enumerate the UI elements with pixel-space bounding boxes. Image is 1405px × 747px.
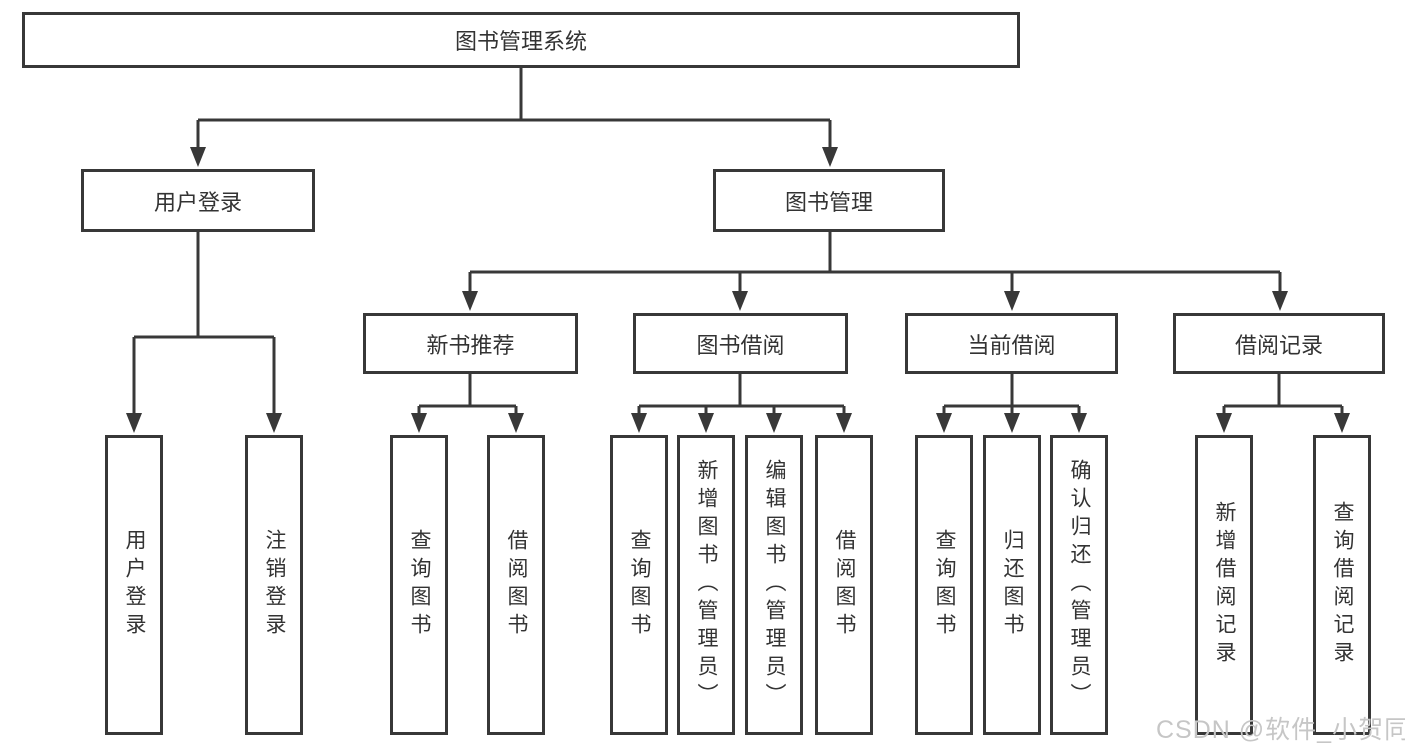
node-root-system: 图书管理系统	[22, 12, 1020, 68]
arrowhead-down	[126, 413, 142, 433]
arrowhead-down	[631, 413, 647, 433]
arrowhead-down	[836, 413, 852, 433]
arrowhead-down	[508, 413, 524, 433]
leaf-logout: 注销登录	[245, 435, 303, 735]
arrowhead-down	[1216, 413, 1232, 433]
watermark: CSDN @软件_小贺同学	[1156, 716, 1405, 744]
arrowhead-down	[1071, 413, 1087, 433]
arrowhead-down	[766, 413, 782, 433]
node-book-management: 图书管理	[713, 169, 945, 232]
node-book-borrowing: 图书借阅	[633, 313, 848, 374]
leaf-user-login: 用户登录	[105, 435, 163, 735]
leaf-query-books: 查询图书	[390, 435, 448, 735]
arrowhead-down	[732, 291, 748, 311]
leaf-confirm-return-admin: 确认归还（管理员）	[1050, 435, 1108, 735]
arrowhead-down	[1272, 291, 1288, 311]
leaf-add-borrow-record: 新增借阅记录	[1195, 435, 1253, 735]
arrowhead-down	[411, 413, 427, 433]
leaf-borrow-books: 借阅图书	[487, 435, 545, 735]
node-user-login: 用户登录	[81, 169, 315, 232]
leaf-borrow-books: 借阅图书	[815, 435, 873, 735]
arrowhead-down	[936, 413, 952, 433]
leaf-query-books: 查询图书	[915, 435, 973, 735]
leaf-return-books: 归还图书	[983, 435, 1041, 735]
arrowhead-down	[462, 291, 478, 311]
node-new-book-recommend: 新书推荐	[363, 313, 578, 374]
leaf-edit-books-admin: 编辑图书（管理员）	[745, 435, 803, 735]
leaf-add-books-admin: 新增图书（管理员）	[677, 435, 735, 735]
arrowhead-down	[1004, 291, 1020, 311]
node-current-borrowing: 当前借阅	[905, 313, 1118, 374]
leaf-query-books: 查询图书	[610, 435, 668, 735]
arrowhead-down	[1004, 413, 1020, 433]
arrowhead-down	[1334, 413, 1350, 433]
arrowhead-icons	[126, 147, 1350, 433]
node-borrowing-records: 借阅记录	[1173, 313, 1385, 374]
arrowhead-down	[266, 413, 282, 433]
leaf-query-borrow-record: 查询借阅记录	[1313, 435, 1371, 735]
arrowhead-down	[822, 147, 838, 167]
arrowhead-down	[698, 413, 714, 433]
arrowhead-down	[190, 147, 206, 167]
